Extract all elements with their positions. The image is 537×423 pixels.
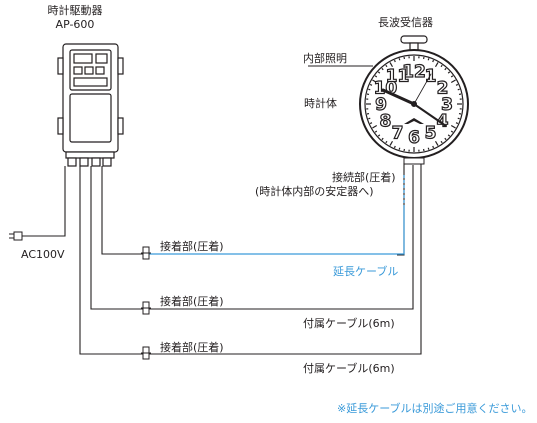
clock-tick (374, 130, 378, 133)
supplied-cable-1 (149, 165, 414, 310)
clock-tick (444, 67, 447, 71)
power-cord (17, 166, 66, 237)
clock-tick (455, 122, 459, 125)
supplied-cable-label-1: 付属ケーブル(6m) (303, 317, 395, 330)
supplied-cable-2 (149, 160, 422, 355)
clock-tick (450, 130, 454, 133)
clock-tick (447, 71, 451, 74)
connector-icon-1 (141, 246, 151, 260)
clock-tick (398, 147, 401, 150)
footnote: ※延長ケーブルは別途ご用意ください。 (337, 402, 533, 415)
clock-tick (369, 83, 373, 86)
clock-body-label: 時計体 (304, 97, 337, 110)
cables (17, 160, 422, 355)
driver-unit (57, 43, 124, 167)
power-plug-icon (9, 231, 23, 241)
clock-numeral: 8 (379, 112, 391, 132)
cable-driver-connector-2 (90, 166, 143, 310)
clock-hands (381, 73, 447, 127)
clock-tick (440, 64, 443, 68)
clock-tick (450, 75, 454, 78)
clock-numeral: 11 (386, 66, 410, 86)
clock-tick (389, 140, 394, 146)
clock-tick (377, 134, 381, 137)
clock-numeral: 9 (375, 95, 387, 115)
clock-tick (434, 62, 439, 68)
lighting-label: 内部照明 (303, 52, 347, 65)
clock-tick (368, 117, 371, 120)
connector-label-3: 接着部(圧着) (160, 341, 224, 354)
junction-note: (時計体内部の安定器へ) (255, 185, 374, 198)
clock-tick (432, 145, 435, 149)
supplied-cable-3 (397, 163, 405, 256)
clock-numeral: 12 (402, 62, 426, 82)
cable-driver-connector-3 (79, 166, 143, 355)
clock-tick (374, 75, 378, 78)
receiver-top (400, 35, 428, 44)
driver-title: 時計駆動器 (47, 4, 103, 17)
extension-cable-label: 延長ケーブル (333, 265, 399, 278)
clock-tick (381, 137, 384, 141)
clock-tick (385, 140, 388, 144)
clock-tick (377, 71, 381, 74)
clock-tick (432, 59, 435, 63)
clock-tick (393, 59, 396, 63)
junction-label: 接続部(圧着) (332, 171, 396, 184)
clock-tick (389, 62, 394, 68)
dial-logo (404, 118, 424, 124)
driver-model: AP-600 (55, 18, 95, 31)
clock-tick (447, 134, 451, 137)
clock-numeral: 1 (425, 66, 437, 86)
clock-tick (372, 124, 378, 129)
supplied-cable-label-2: 付属ケーブル(6m) (303, 362, 395, 375)
clock-tick (369, 122, 373, 125)
extension-cable (149, 208, 405, 255)
clock-tick (434, 140, 439, 146)
clock-tick (381, 67, 384, 71)
clock-tick (450, 124, 456, 129)
clock-numeral: 3 (441, 95, 453, 115)
clock-tick (427, 147, 430, 150)
power-label: AC100V (21, 248, 65, 261)
cable-driver-connector-1 (101, 166, 143, 255)
clock-tick (450, 79, 456, 84)
connector-label-2: 接着部(圧着) (160, 295, 224, 308)
clock-tick (372, 79, 378, 84)
clock-tick (368, 88, 371, 91)
connector-icon-3 (141, 346, 151, 360)
clock-tick (455, 83, 459, 86)
clock-tick (398, 58, 401, 61)
clock-numeral: 6 (408, 128, 420, 148)
clock-numeral: 2 (437, 79, 449, 99)
clock-tick (444, 137, 447, 141)
clock-numeral: 7 (392, 124, 404, 144)
receiver-label: 長波受信器 (378, 16, 433, 29)
clock-ticks (366, 56, 462, 152)
connector-icon-2 (141, 301, 151, 315)
clock-tick (457, 88, 460, 91)
clock-tick (457, 117, 460, 120)
clock-tick (385, 64, 388, 68)
clock-numeral: 5 (425, 124, 437, 144)
clock-tick (440, 140, 443, 144)
connector-label-1: 接着部(圧着) (160, 240, 224, 253)
clock-tick (393, 145, 396, 149)
clock-tick (427, 58, 430, 61)
